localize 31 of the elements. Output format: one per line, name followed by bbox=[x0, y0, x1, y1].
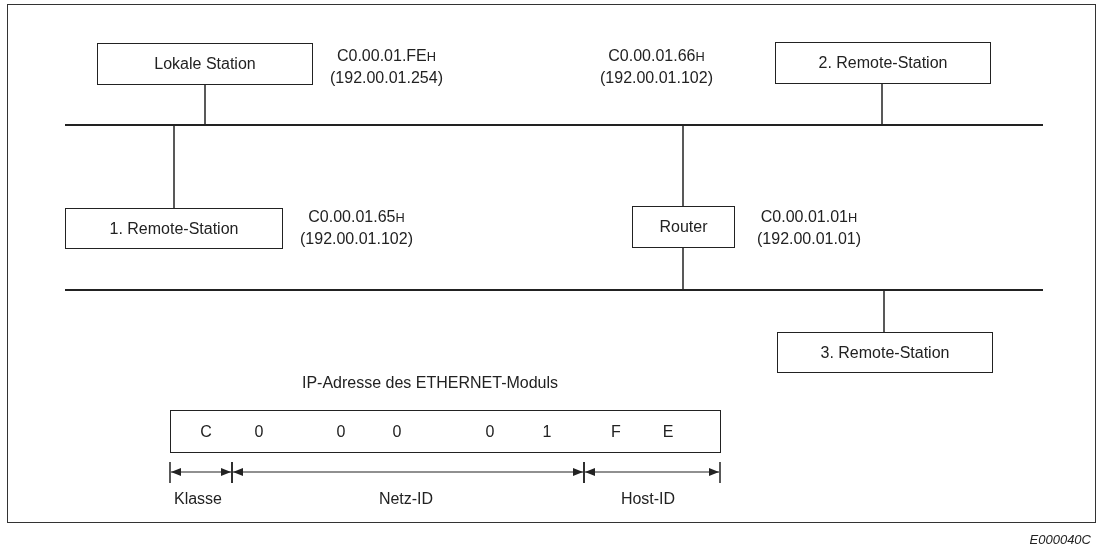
address-digit: C bbox=[200, 422, 212, 441]
station-box: 2. Remote-Station bbox=[775, 42, 991, 84]
connector-line bbox=[682, 247, 684, 291]
address-digit: 0 bbox=[336, 422, 346, 441]
station-box: Router bbox=[632, 206, 735, 248]
station-box: Lokale Station bbox=[97, 43, 313, 85]
address-digit: E bbox=[662, 422, 674, 441]
address-text: (192.00.01.102) bbox=[300, 229, 413, 249]
network-bus-line bbox=[65, 124, 1043, 126]
dimension-label: Host-ID bbox=[620, 490, 676, 508]
dimension-label: Netz-ID bbox=[378, 490, 434, 508]
connector-line bbox=[881, 83, 883, 126]
address-text: (192.00.01.254) bbox=[330, 68, 443, 88]
address-digit: 0 bbox=[485, 422, 495, 441]
address-digit: 0 bbox=[392, 422, 402, 441]
dimension-label: Klasse bbox=[174, 490, 222, 508]
connector-line bbox=[204, 84, 206, 126]
connector-line bbox=[883, 289, 885, 333]
station-box: 1. Remote-Station bbox=[65, 208, 283, 249]
diagram-heading: IP-Adresse des ETHERNET-Moduls bbox=[301, 374, 559, 392]
connector-line bbox=[682, 124, 684, 207]
station-box: 3. Remote-Station bbox=[777, 332, 993, 373]
network-bus-line bbox=[65, 289, 1043, 291]
address-digit: 1 bbox=[542, 422, 552, 441]
address-field bbox=[170, 410, 721, 453]
connector-line bbox=[173, 124, 175, 209]
address-text: (192.00.01.102) bbox=[600, 68, 713, 88]
address-text: (192.00.01.01) bbox=[757, 229, 862, 249]
address-digit: F bbox=[611, 422, 621, 441]
figure-code: E000040C bbox=[1029, 532, 1091, 547]
address-digit: 0 bbox=[254, 422, 264, 441]
